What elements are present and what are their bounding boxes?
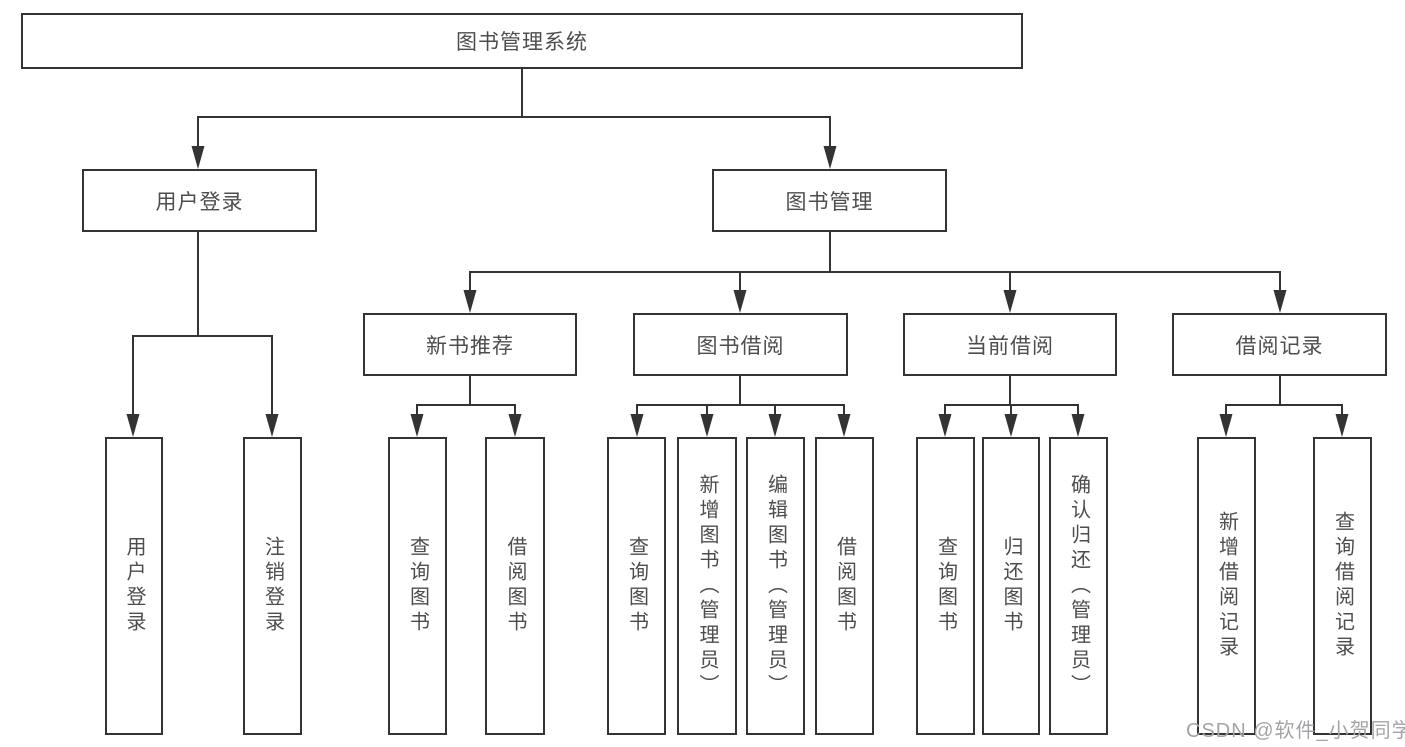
leaf-edit-book-admin: 编辑图书（管理员） [746,437,805,735]
leaf-query-book-recommend-label: 查询图书 [406,536,429,636]
leaf-return-book-label: 归还图书 [1000,536,1022,636]
leaf-query-book-borrow-label: 查询图书 [625,536,648,636]
node-root-label: 图书管理系统 [456,31,588,54]
leaf-borrow-book-label: 借阅图书 [833,536,856,636]
leaf-add-borrow-record-label: 新增借阅记录 [1215,511,1238,661]
leaf-add-book-admin-label: 新增图书（管理员） [696,473,718,699]
node-user-login: 用户登录 [82,169,317,232]
leaf-user-login: 用户登录 [105,437,163,735]
leaf-borrow-book-recommend-label: 借阅图书 [504,536,526,636]
leaf-logout-label: 注销登录 [261,536,284,636]
leaf-confirm-return-admin-label: 确认归还（管理员） [1067,473,1090,699]
node-book-management-label: 图书管理 [785,190,874,214]
csdn-watermark: CSDN @软件_小贺同学 [1186,720,1405,742]
node-user-login-label: 用户登录 [155,190,244,214]
leaf-add-borrow-record: 新增借阅记录 [1197,437,1256,735]
leaf-borrow-book-recommend: 借阅图书 [485,437,545,735]
leaf-query-borrow-record: 查询借阅记录 [1313,437,1372,735]
arrowheads [126,146,1349,437]
leaf-edit-book-admin-label: 编辑图书（管理员） [764,473,787,699]
node-root: 图书管理系统 [21,13,1023,69]
node-book-borrow-label: 图书借阅 [696,334,785,358]
leaf-add-book-admin: 新增图书（管理员） [677,437,737,735]
leaf-user-login-label: 用户登录 [123,536,145,636]
node-current-borrow-label: 当前借阅 [966,334,1054,358]
node-book-borrow: 图书借阅 [633,313,848,376]
node-borrow-records-label: 借阅记录 [1235,334,1324,358]
leaf-query-book-recommend: 查询图书 [388,437,447,735]
node-book-management: 图书管理 [712,169,947,232]
leaf-borrow-book: 借阅图书 [815,437,874,735]
node-borrow-records: 借阅记录 [1172,313,1387,376]
leaf-confirm-return-admin: 确认归还（管理员） [1049,437,1108,735]
leaf-query-book-current-label: 查询图书 [934,536,957,636]
leaf-logout: 注销登录 [243,437,302,735]
leaf-query-book-current: 查询图书 [916,437,975,735]
leaf-query-book-borrow: 查询图书 [607,437,666,735]
node-new-book-recommend-label: 新书推荐 [426,334,514,358]
node-new-book-recommend: 新书推荐 [363,313,577,376]
node-current-borrow: 当前借阅 [903,313,1117,376]
leaf-return-book: 归还图书 [982,437,1040,735]
leaf-query-borrow-record-label: 查询借阅记录 [1331,511,1354,661]
